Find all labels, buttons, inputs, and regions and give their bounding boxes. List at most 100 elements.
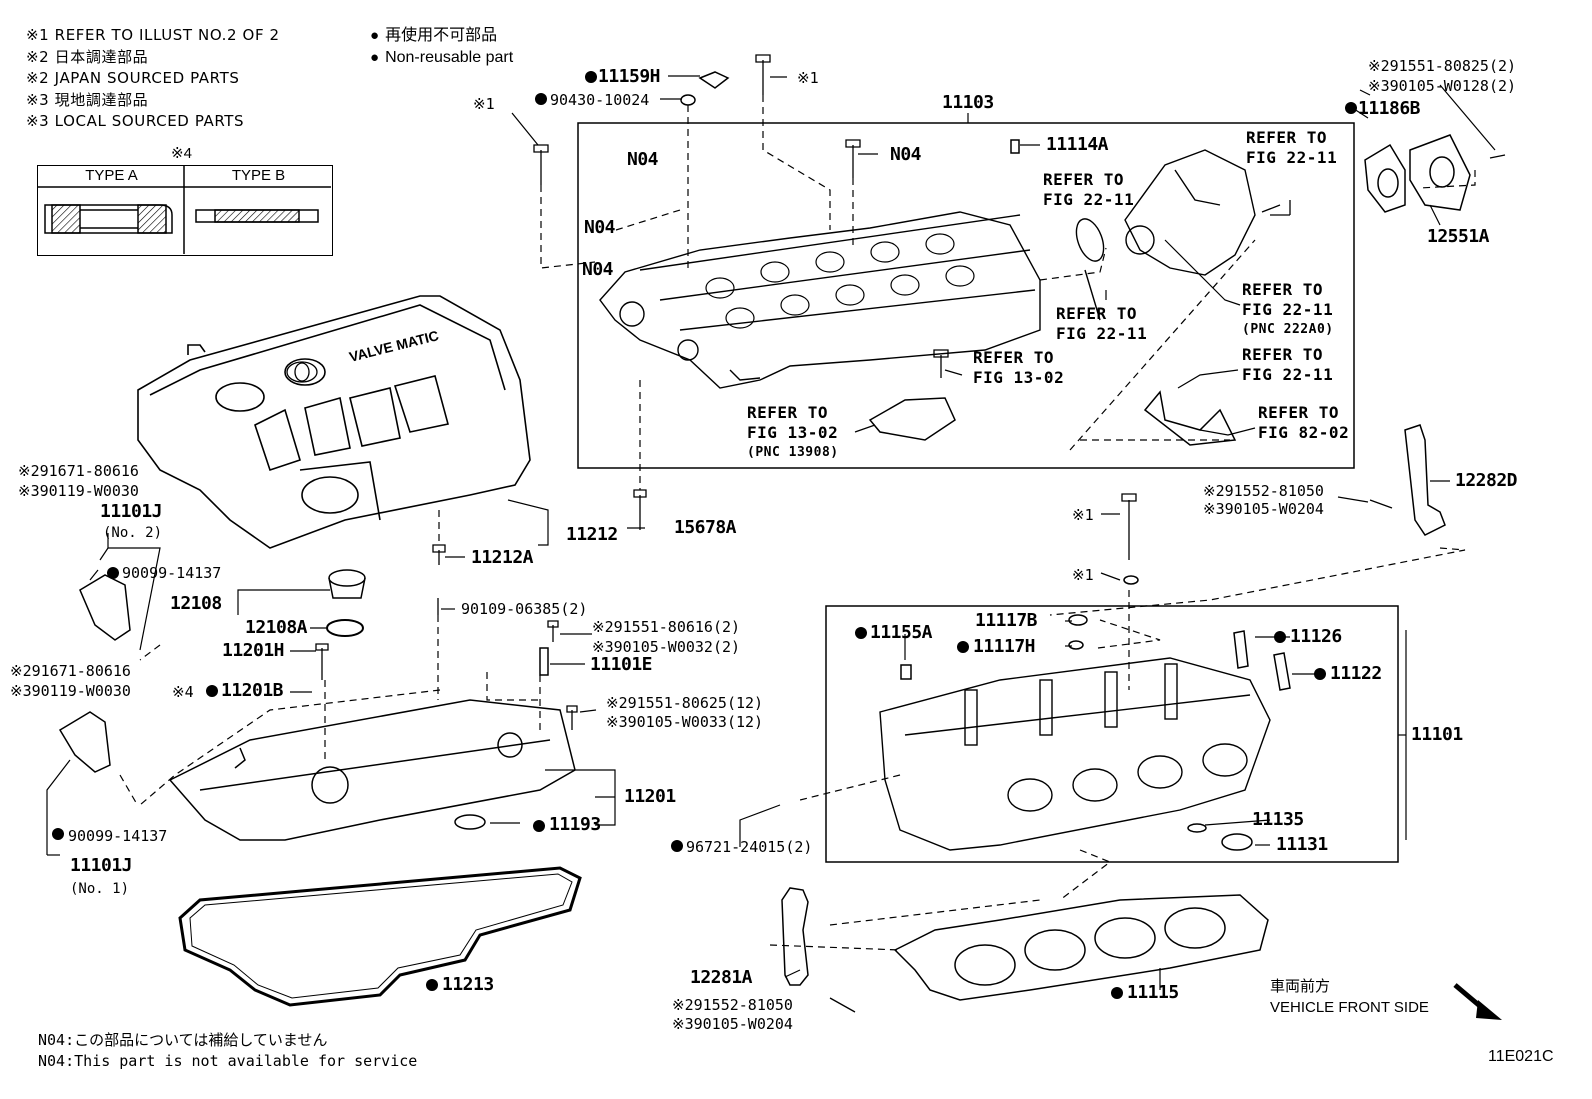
label-11117H[interactable]: 11117H xyxy=(973,636,1036,657)
type-a-header: TYPE A xyxy=(85,167,138,184)
ref-fig-22-11[interactable]: REFER TO FIG 22-11 xyxy=(1246,128,1337,168)
label-n04: N04 xyxy=(584,217,616,238)
label-390105-W0128[interactable]: ※390105-W0128(2) xyxy=(1368,77,1517,95)
frame-11103 xyxy=(577,122,1355,469)
plate-12551A-shape xyxy=(1409,134,1471,211)
label-11155A[interactable]: 11155A xyxy=(870,622,933,643)
label-291552-81050[interactable]: ※291552-81050 xyxy=(672,996,793,1014)
ref-line: FIG 22-11 xyxy=(1242,365,1334,384)
dot-90430 xyxy=(535,93,547,105)
label-12551A[interactable]: 12551A xyxy=(1427,226,1490,247)
ref-line: FIG 22-11 xyxy=(1242,300,1334,319)
label-15678A[interactable]: 15678A xyxy=(674,517,737,538)
dot-11122 xyxy=(1314,668,1326,680)
sensor-11101E-shape xyxy=(539,647,549,676)
type-a-shape xyxy=(44,204,173,234)
ref-fig-82-02[interactable]: REFER TO FIG 82-02 xyxy=(1258,403,1349,443)
label-11193[interactable]: 11193 xyxy=(549,814,601,835)
label-11103[interactable]: 11103 xyxy=(942,92,994,113)
label-12108A[interactable]: 12108A xyxy=(245,617,308,638)
seal-11193-shape xyxy=(454,814,486,830)
ref-fig-13-02[interactable]: REFER TO FIG 13-02 (PNC 13908) xyxy=(747,403,839,463)
cylinder-head-shape xyxy=(879,657,1271,851)
dot-11186B xyxy=(1345,102,1357,114)
label-11135[interactable]: 11135 xyxy=(1252,809,1304,830)
bracket-b-shape xyxy=(1143,390,1237,446)
label-390105-W0033[interactable]: ※390105-W0033(12) xyxy=(606,713,764,731)
label-12108[interactable]: 12108 xyxy=(170,593,222,614)
ref-line: REFER TO xyxy=(1258,403,1340,422)
label-11212A[interactable]: 11212A xyxy=(471,547,534,568)
ref-line: REFER TO xyxy=(1246,128,1328,147)
label-90109-06385[interactable]: 90109-06385(2) xyxy=(461,600,588,618)
pump-shape xyxy=(1075,149,1256,321)
label-11114A[interactable]: 11114A xyxy=(1046,134,1109,155)
front-jp: 車両前方 xyxy=(1270,978,1331,995)
type-b-shape xyxy=(195,209,319,223)
gasket-11213-shape xyxy=(178,866,582,1007)
label-291551-80616[interactable]: ※291551-80616(2) xyxy=(592,618,741,636)
footer-note-jp: N04:この部品については補給していません xyxy=(38,1031,328,1049)
label-11101J[interactable]: 11101J xyxy=(100,501,163,522)
label-390105-W0204[interactable]: ※390105-W0204 xyxy=(672,1015,793,1033)
label-11131[interactable]: 11131 xyxy=(1276,834,1328,855)
type-box-marker: ※4 xyxy=(171,145,192,162)
label-11101J[interactable]: 11101J xyxy=(70,855,133,876)
label-90430-10024[interactable]: 90430-10024 xyxy=(550,91,650,109)
head-gasket-shape xyxy=(893,894,1269,1001)
gasket-11186B-shape xyxy=(1364,143,1406,213)
footer-note-en: N04:This part is not available for servi… xyxy=(38,1052,418,1070)
legend-en: Non-reusable part xyxy=(385,49,514,66)
label-11115[interactable]: 11115 xyxy=(1127,982,1179,1003)
type-b-header: TYPE B xyxy=(231,167,286,184)
dot-11155A xyxy=(855,627,867,639)
label-11159H[interactable]: 11159H xyxy=(598,66,661,87)
ref-line: FIG 22-11 xyxy=(1246,148,1338,167)
label-390119-W0030[interactable]: ※390119-W0030 xyxy=(18,482,139,500)
ref-fig-22-11[interactable]: REFER TO FIG 22-11 xyxy=(1043,170,1134,210)
label-291671-80616[interactable]: ※291671-80616 xyxy=(10,662,131,680)
guide-11126-shape xyxy=(1233,630,1249,669)
label-11122[interactable]: 11122 xyxy=(1330,663,1382,684)
label-291551-80825[interactable]: ※291551-80825(2) xyxy=(1368,57,1517,75)
ref-fig-22-11[interactable]: REFER TO FIG 22-11 xyxy=(1056,304,1147,344)
label-11201B[interactable]: 11201B xyxy=(221,680,284,701)
label-11101[interactable]: 11101 xyxy=(1411,724,1463,745)
label-note1: ※1 xyxy=(1072,506,1094,524)
dot-11201B xyxy=(206,685,218,697)
hook-12281A-shape xyxy=(781,887,809,986)
ref-line: REFER TO xyxy=(747,403,829,422)
label-390105-W0204[interactable]: ※390105-W0204 xyxy=(1203,500,1324,518)
label-11101E[interactable]: 11101E xyxy=(590,654,653,675)
label-11201H[interactable]: 11201H xyxy=(222,640,285,661)
ref-fig-13-02[interactable]: REFER TO FIG 13-02 xyxy=(973,348,1064,388)
label-12281A[interactable]: 12281A xyxy=(690,967,753,988)
bullet-icon: ● xyxy=(370,49,380,66)
label-11117B[interactable]: 11117B xyxy=(975,610,1038,631)
type-box: TYPE A TYPE B xyxy=(37,165,333,256)
label-11186B[interactable]: 11186B xyxy=(1358,98,1421,119)
note-line: ※1 REFER TO ILLUST NO.2 OF 2 xyxy=(26,26,280,44)
label-11126[interactable]: 11126 xyxy=(1290,626,1342,647)
label-291551-80625[interactable]: ※291551-80625(12) xyxy=(606,694,764,712)
label-390119-W0030[interactable]: ※390119-W0030 xyxy=(10,682,131,700)
cam-cover-shape xyxy=(168,699,576,841)
dot-11115 xyxy=(1111,987,1123,999)
label-90099-14137[interactable]: 90099-14137 xyxy=(68,827,168,845)
label-12282D[interactable]: 12282D xyxy=(1455,470,1518,491)
label-11212[interactable]: 11212 xyxy=(566,524,618,545)
label-n04: N04 xyxy=(890,144,922,165)
label-11201[interactable]: 11201 xyxy=(624,786,676,807)
ref-line: REFER TO xyxy=(1056,304,1138,323)
label-90099-14137[interactable]: 90099-14137 xyxy=(122,564,222,582)
label-390105-W0032[interactable]: ※390105-W0032(2) xyxy=(592,638,741,656)
label-291671-80616[interactable]: ※291671-80616 xyxy=(18,462,139,480)
label-96721-24015[interactable]: 96721-24015(2) xyxy=(686,838,813,856)
label-11213[interactable]: 11213 xyxy=(442,974,494,995)
ref-line: REFER TO xyxy=(973,348,1055,367)
ref-fig-22-11[interactable]: REFER TO FIG 22-11 xyxy=(1242,345,1333,385)
dot-11193 xyxy=(533,820,545,832)
label-291552-81050[interactable]: ※291552-81050 xyxy=(1203,482,1324,500)
ref-line: FIG 82-02 xyxy=(1258,423,1350,442)
ref-fig-22-11[interactable]: REFER TO FIG 22-11 (PNC 222A0) xyxy=(1242,280,1334,340)
